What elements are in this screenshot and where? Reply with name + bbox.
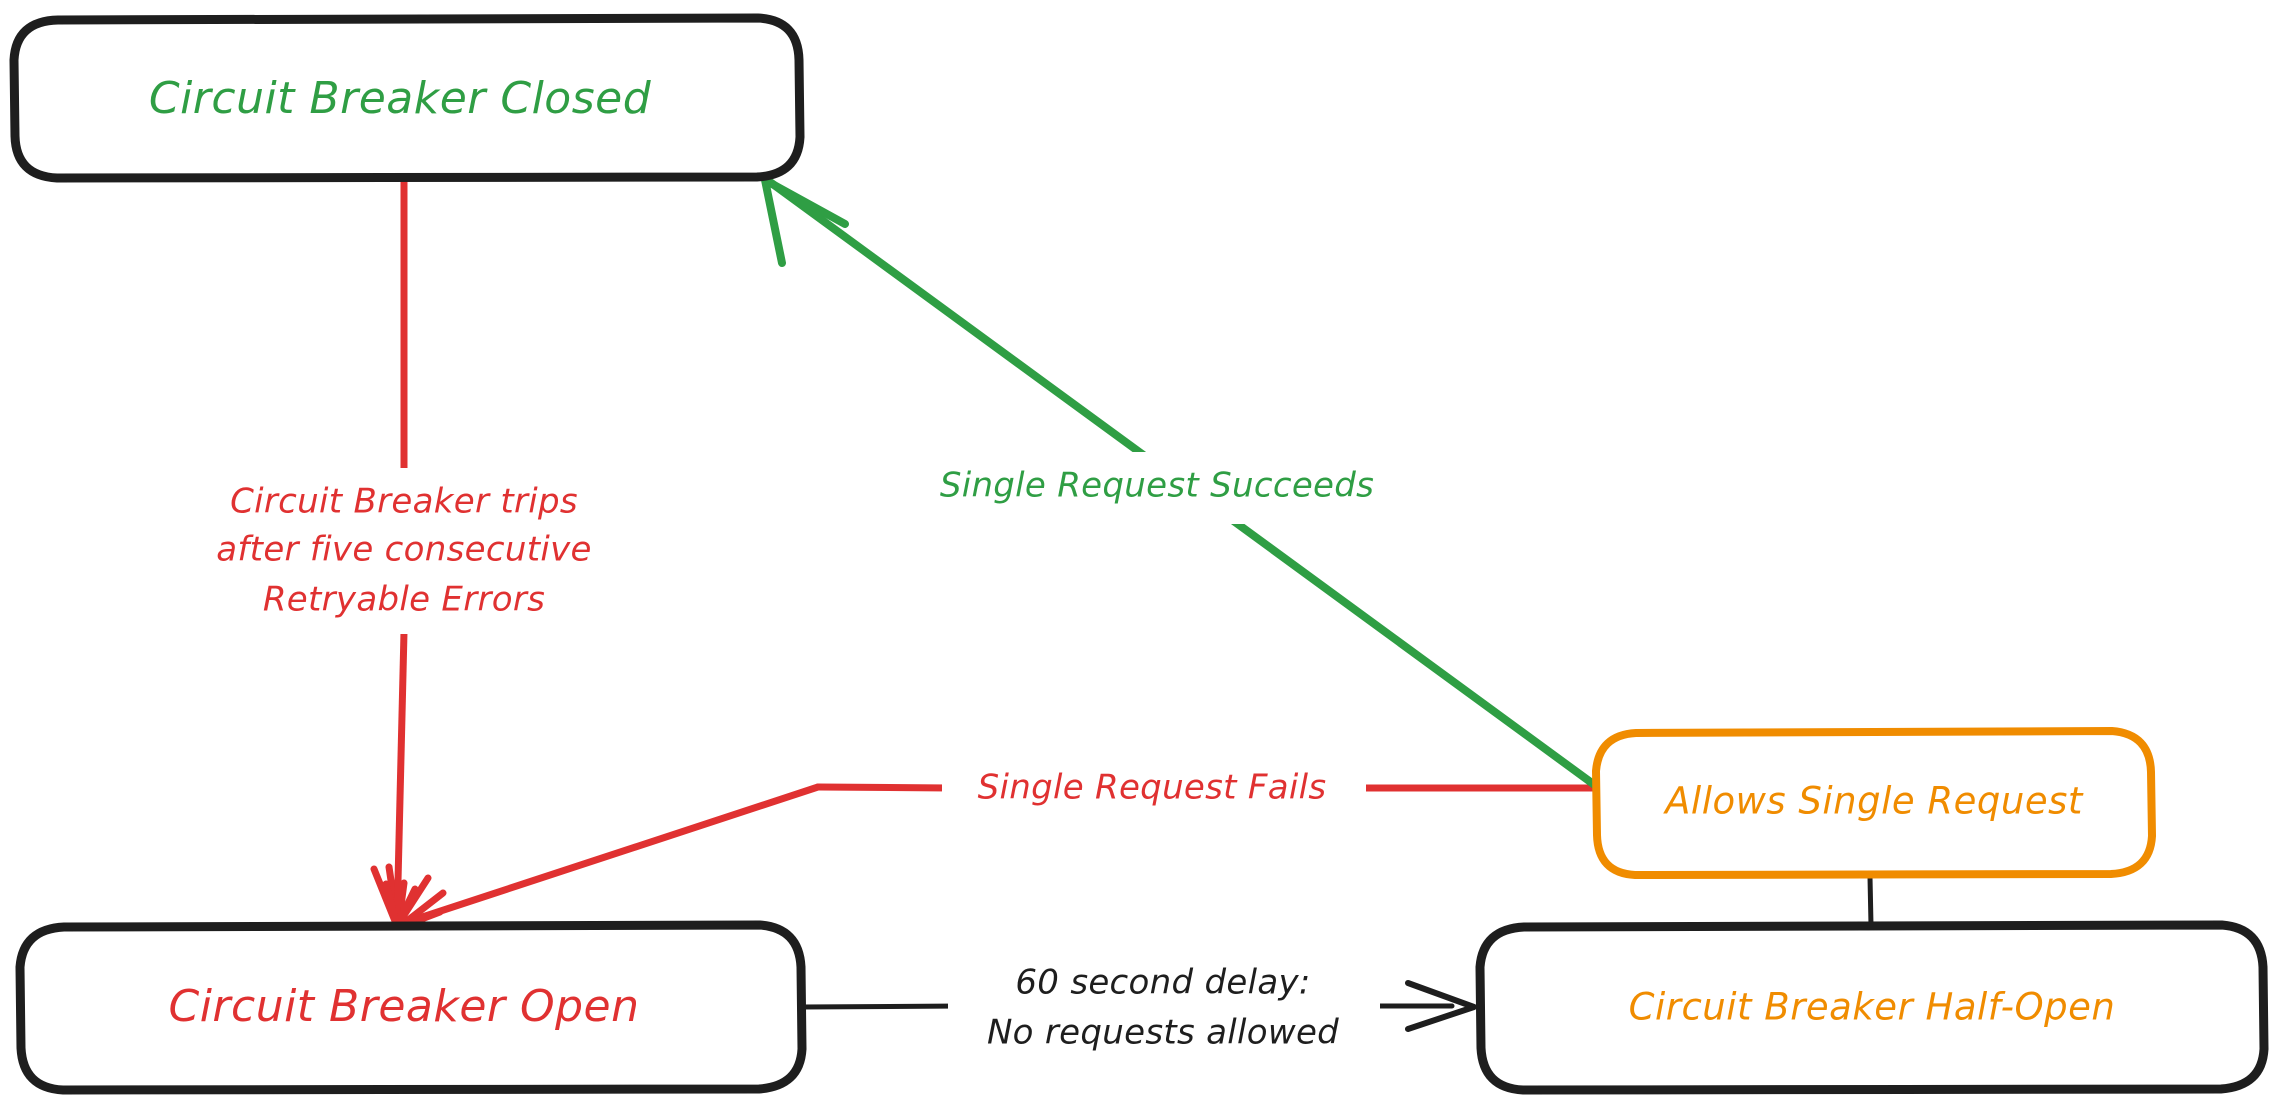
edge-label-delay-mask — [948, 950, 1380, 1068]
node-closed-label: Circuit Breaker Closed — [149, 73, 652, 124]
edge-label-allows-to-open: Single Request Fails — [942, 756, 1366, 820]
node-half-open-label: Circuit Breaker Half-Open — [1629, 986, 2116, 1029]
edge-label-delay-line1: 60 second delay: — [1015, 963, 1310, 1003]
node-circuit-breaker-closed[interactable]: Circuit Breaker Closed — [9, 13, 805, 183]
edge-label-fails-text: Single Request Fails — [978, 768, 1327, 808]
edge-label-trips-line2: after five consecutive — [216, 530, 591, 570]
arrowhead-succeeds-to-closed — [761, 176, 849, 267]
edge-label-succeeds-text: Single Request Succeeds — [940, 466, 1374, 506]
edge-label-trips-line3: Retryable Errors — [263, 580, 545, 620]
node-allows-single-label: Allows Single Request — [1663, 780, 2084, 823]
edge-line-fails-left — [814, 783, 954, 792]
edge-line-trips-lower — [393, 628, 408, 927]
node-allows-single-request[interactable]: Allows Single Request — [1591, 726, 2157, 880]
edge-label-trips-line1: Circuit Breaker trips — [230, 482, 578, 522]
node-open-label: Circuit Breaker Open — [168, 981, 639, 1032]
edge-half-open-to-allows — [1867, 874, 1874, 928]
node-open-box[interactable] — [15, 920, 807, 1095]
edge-line-half-open-allows — [1867, 874, 1874, 928]
edge-label-fails-mask — [942, 756, 1366, 820]
edge-label-delay-line2: No requests allowed — [987, 1013, 1339, 1053]
node-circuit-breaker-open[interactable]: Circuit Breaker Open — [15, 920, 807, 1095]
edge-label-allows-to-closed: Single Request Succeeds — [910, 452, 1400, 524]
edge-line-open-half-open-left — [799, 1003, 965, 1010]
edge-closed-to-open — [370, 176, 432, 930]
edge-label-open-to-half-open: 60 second delay: No requests allowed — [948, 950, 1380, 1068]
edge-label-closed-to-open: Circuit Breaker trips after five consecu… — [178, 468, 634, 634]
node-half-open-box[interactable] — [1475, 920, 2269, 1095]
node-circuit-breaker-half-open[interactable]: Circuit Breaker Half-Open — [1475, 920, 2269, 1095]
edge-open-to-half-open — [799, 980, 1477, 1032]
edge-line-fails-diagonal — [394, 783, 822, 929]
arrowhead-open-to-half-open — [1405, 980, 1477, 1032]
edge-label-trips-mask — [178, 468, 634, 634]
node-closed-box[interactable] — [9, 13, 805, 183]
node-allows-single-box[interactable] — [1591, 726, 2157, 880]
edge-label-succeeds-mask — [910, 452, 1400, 524]
